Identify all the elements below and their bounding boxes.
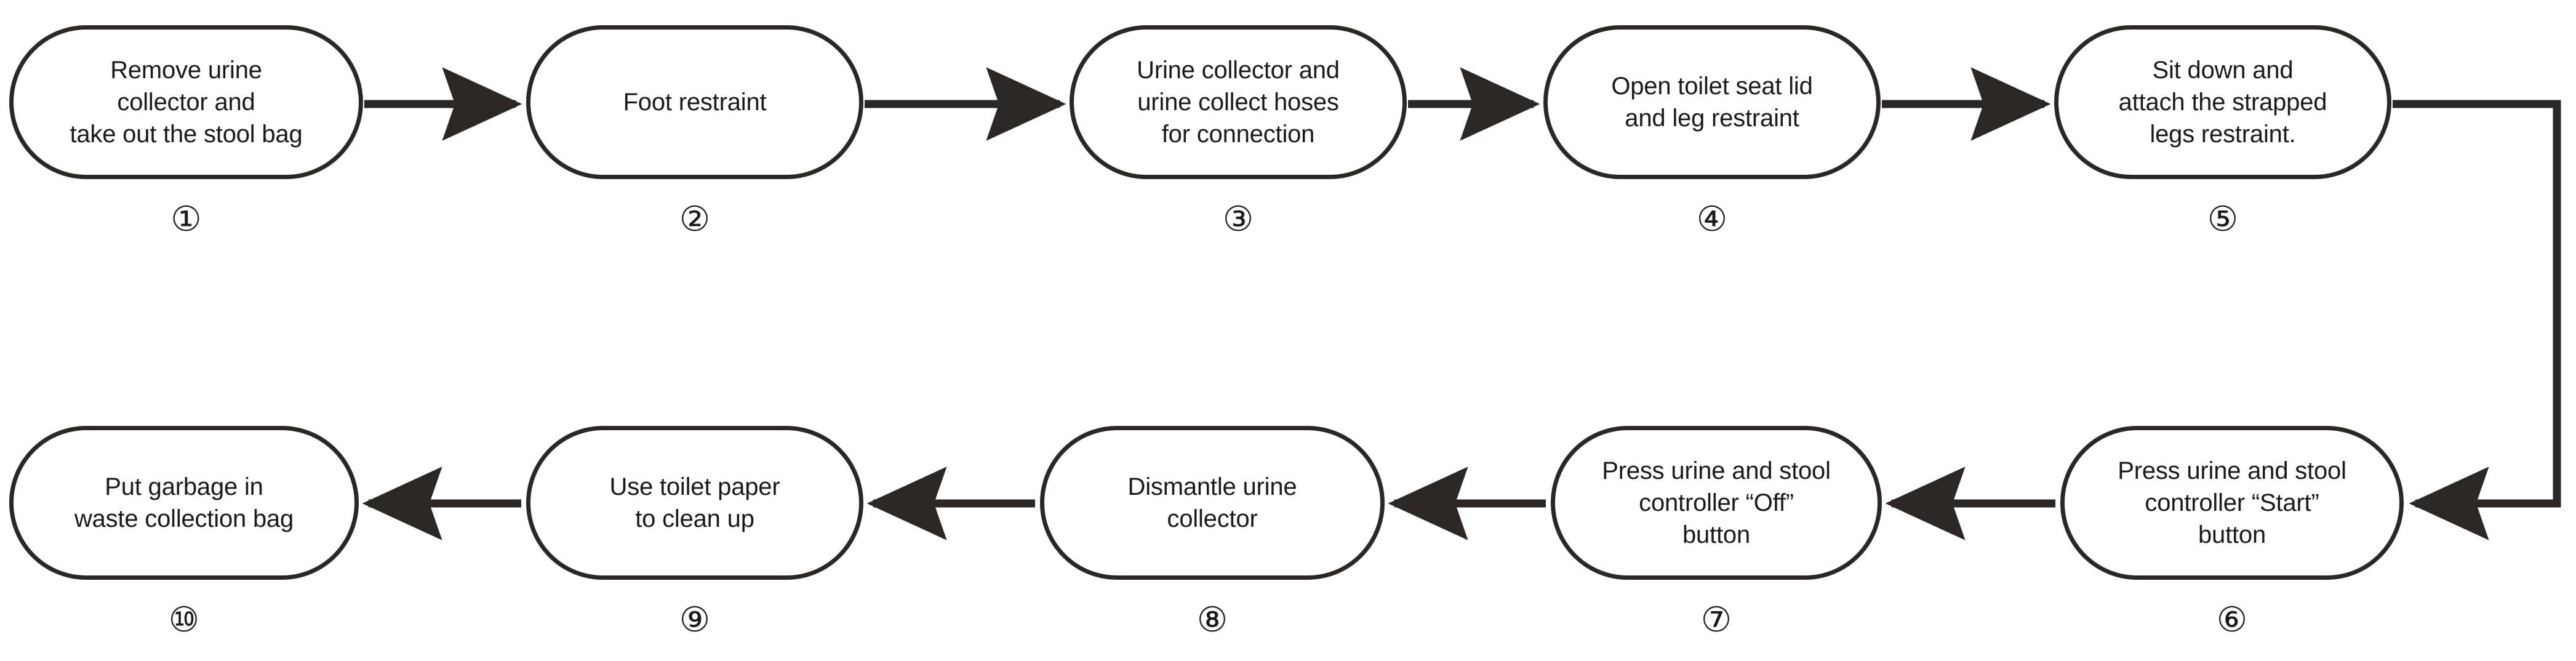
step-number-9: ⑨ — [679, 600, 711, 640]
step-number-6: ⑥ — [2216, 600, 2248, 640]
flow-node-step-7[interactable]: Press urine and stool controller “Off” b… — [1551, 426, 1882, 580]
flow-node-label: Sit down and attach the strapped legs re… — [2118, 57, 2327, 148]
flow-node-step-3[interactable]: Urine collector and urine collect hoses … — [1070, 25, 1407, 179]
flow-node-label: Press urine and stool controller “Off” b… — [1602, 457, 1831, 548]
flow-node-step-1[interactable]: Remove urine collector and take out the … — [9, 25, 363, 179]
flow-node-step-6[interactable]: Press urine and stool controller “Start”… — [2060, 426, 2404, 580]
step-number-2: ② — [679, 199, 711, 239]
step-number-8: ⑧ — [1196, 600, 1228, 640]
step-number-1: ① — [170, 199, 202, 239]
flow-node-step-4[interactable]: Open toilet seat lid and leg restraint — [1543, 25, 1881, 179]
flow-node-step-5[interactable]: Sit down and attach the strapped legs re… — [2054, 25, 2391, 179]
step-number-5: ⑤ — [2207, 199, 2239, 239]
flow-node-step-9[interactable]: Use toilet paper to clean up — [526, 426, 863, 580]
step-number-3: ③ — [1222, 199, 1254, 239]
flow-node-label: Urine collector and urine collect hoses … — [1137, 57, 1340, 148]
flow-node-label: Foot restraint — [623, 89, 767, 116]
flow-node-step-2[interactable]: Foot restraint — [526, 25, 863, 179]
step-number-7: ⑦ — [1700, 600, 1732, 640]
flow-node-label: Dismantle urine collector — [1127, 473, 1297, 532]
step-number-10: ⑩ — [168, 600, 200, 640]
flow-node-step-8[interactable]: Dismantle urine collector — [1040, 426, 1385, 580]
step-number-4: ④ — [1696, 199, 1728, 239]
flow-node-label: Remove urine collector and take out the … — [70, 57, 303, 148]
flow-node-label: Use toilet paper to clean up — [609, 473, 780, 532]
flow-node-label: Open toilet seat lid and leg restraint — [1611, 73, 1813, 132]
flow-node-label: Put garbage in waste collection bag — [74, 473, 294, 532]
flow-node-label: Press urine and stool controller “Start”… — [2118, 457, 2346, 548]
flow-node-step-10[interactable]: Put garbage in waste collection bag — [9, 426, 359, 580]
arrow-5-to-6 — [2393, 100, 2561, 540]
